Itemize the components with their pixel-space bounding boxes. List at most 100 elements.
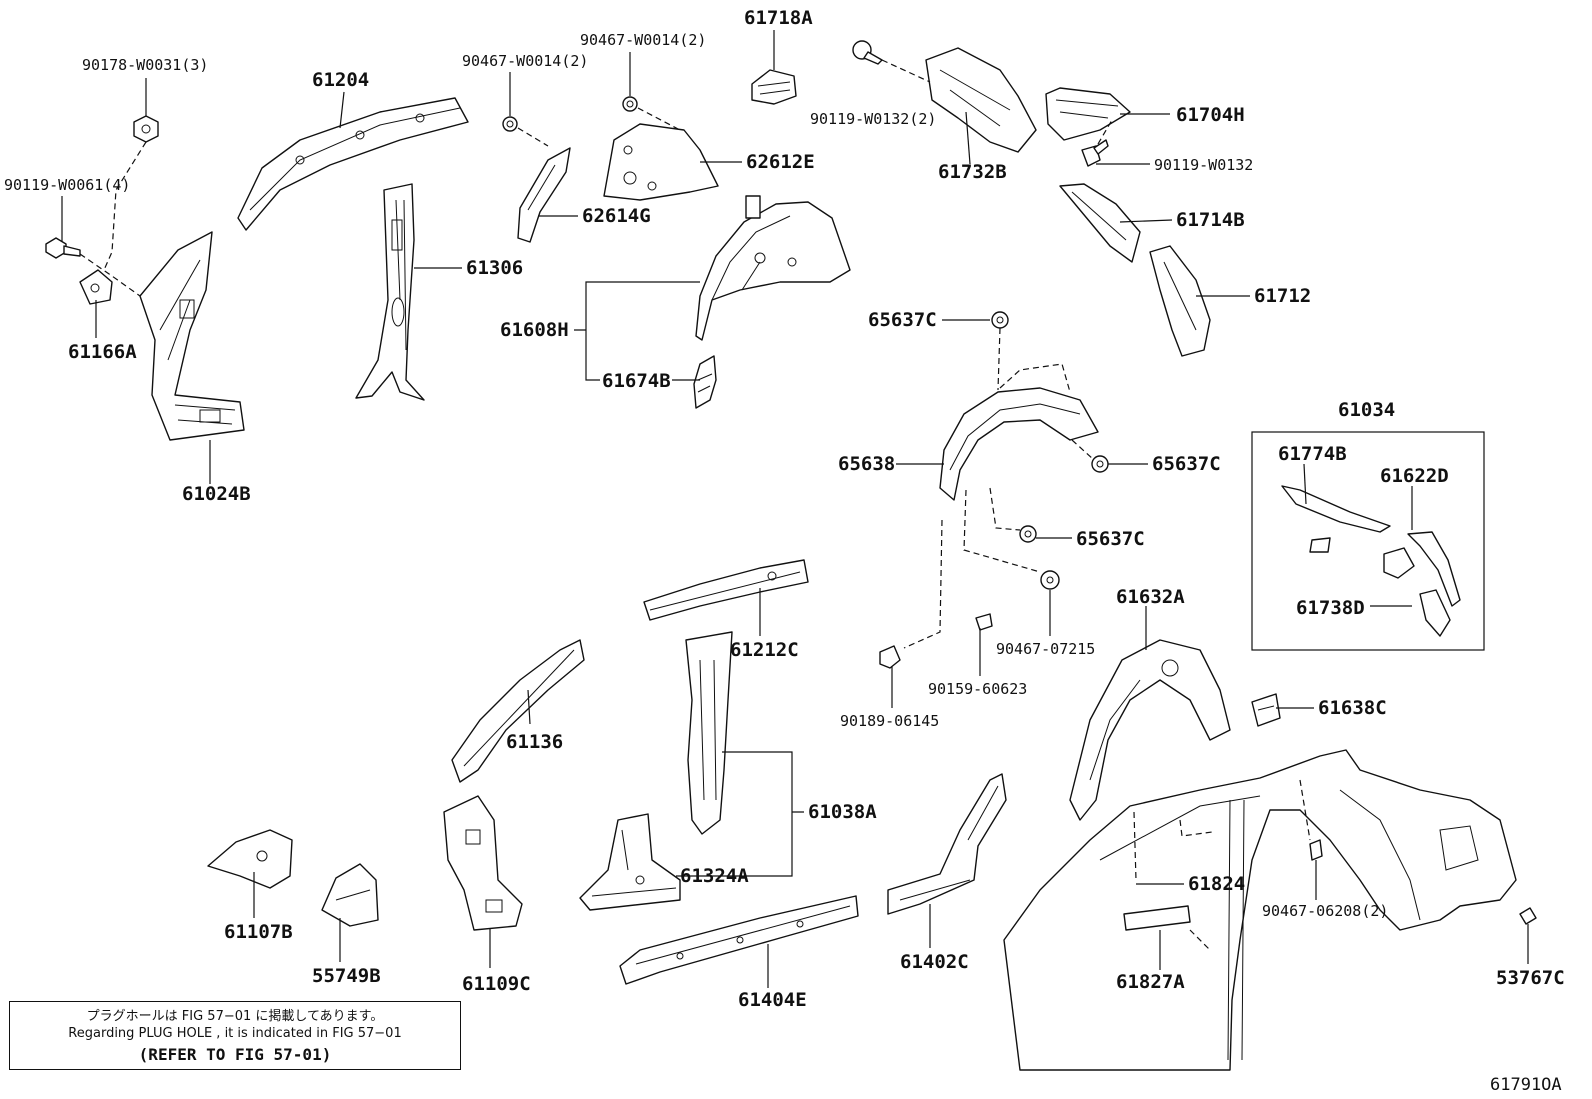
clip-90467-w0014-a bbox=[502, 116, 518, 132]
label-61608h: 61608H bbox=[500, 319, 569, 341]
dash-90189 bbox=[903, 519, 943, 649]
label-61827a: 61827A bbox=[1116, 971, 1185, 993]
figure-id: 61791OA bbox=[1490, 1075, 1562, 1095]
label-61404e: 61404E bbox=[738, 989, 807, 1011]
bolt-90119-w0132-a bbox=[852, 40, 883, 65]
part-61704h bbox=[1045, 87, 1131, 141]
label-62614g: 62614G bbox=[582, 205, 651, 227]
dash-90119-w0061 bbox=[79, 253, 141, 297]
label-65637c-c: 65637C bbox=[1076, 528, 1145, 550]
nut-65637c-a bbox=[991, 311, 1009, 329]
label-61136: 61136 bbox=[506, 731, 563, 753]
part-61404e bbox=[619, 895, 859, 985]
label-53767c: 53767C bbox=[1496, 967, 1565, 989]
label-65637c-a: 65637C bbox=[868, 309, 937, 331]
label-62612e: 62612E bbox=[746, 151, 815, 173]
dash-90178 bbox=[103, 141, 147, 271]
part-61608h bbox=[695, 195, 851, 341]
part-65638 bbox=[939, 363, 1099, 501]
part-61136 bbox=[451, 639, 585, 783]
part-61774b bbox=[1281, 485, 1391, 553]
clip-90467-w0014-b bbox=[622, 96, 638, 112]
label-61622d: 61622D bbox=[1380, 465, 1449, 487]
dash-90119-w0132-a bbox=[881, 59, 931, 83]
dash-90119-w0132-b bbox=[1097, 119, 1113, 145]
dash-65637c-a bbox=[997, 327, 1001, 391]
label-61774b: 61774B bbox=[1278, 443, 1347, 465]
label-90467-06208: 90467-06208(2) bbox=[1262, 902, 1388, 920]
part-61714b bbox=[1059, 183, 1141, 263]
label-90119-w0132-a: 90119-W0132(2) bbox=[810, 110, 936, 128]
clip-90189-06145 bbox=[879, 645, 901, 669]
label-61738d: 61738D bbox=[1296, 597, 1365, 619]
label-61306: 61306 bbox=[466, 257, 523, 279]
label-61324a: 61324A bbox=[680, 865, 749, 887]
label-90467-w0014-b: 90467-W0014(2) bbox=[580, 31, 706, 49]
part-62612e bbox=[603, 123, 719, 201]
dash-90467-07215 bbox=[963, 489, 1041, 573]
screw-90159-60623 bbox=[975, 613, 993, 631]
nut-90178-w0031 bbox=[133, 115, 159, 143]
part-61024b bbox=[139, 231, 245, 441]
label-90159-60623: 90159-60623 bbox=[928, 680, 1027, 698]
kit-61034-box bbox=[1251, 431, 1485, 651]
part-61109c bbox=[443, 795, 523, 931]
part-61718a bbox=[751, 69, 797, 105]
label-61402c: 61402C bbox=[900, 951, 969, 973]
label-61704h: 61704H bbox=[1176, 104, 1245, 126]
part-62614g bbox=[517, 147, 571, 243]
label-61732b: 61732B bbox=[938, 161, 1007, 183]
label-61166a: 61166A bbox=[68, 341, 137, 363]
dash-65637c-b bbox=[1071, 439, 1095, 461]
dash-90467-a bbox=[517, 127, 549, 147]
part-61622d bbox=[1407, 531, 1461, 607]
part-61107b bbox=[207, 829, 293, 889]
label-61204: 61204 bbox=[312, 69, 369, 91]
part-61212c bbox=[643, 559, 809, 621]
label-61714b: 61714B bbox=[1176, 209, 1245, 231]
label-90467-07215: 90467-07215 bbox=[996, 640, 1095, 658]
label-61034: 61034 bbox=[1338, 399, 1395, 421]
part-61738d bbox=[1383, 547, 1451, 637]
label-65638: 65638 bbox=[838, 453, 895, 475]
label-61638c: 61638C bbox=[1318, 697, 1387, 719]
part-61674b bbox=[693, 355, 717, 409]
label-61632a: 61632A bbox=[1116, 586, 1185, 608]
part-61204 bbox=[237, 97, 469, 231]
leader-61714b bbox=[1119, 219, 1173, 223]
plug-hole-note: プラグホールは FIG 57−01 に掲載してあります。 Regarding P… bbox=[9, 1001, 461, 1070]
leader-61608h-bracket bbox=[574, 281, 700, 381]
leader-61204 bbox=[339, 91, 345, 129]
dash-65637c-c bbox=[989, 487, 1021, 531]
note-english: Regarding PLUG HOLE , it is indicated in… bbox=[68, 1026, 402, 1041]
label-61024b: 61024B bbox=[182, 483, 251, 505]
bolt-90119-w0061 bbox=[45, 237, 81, 259]
dash-61824 bbox=[1133, 811, 1137, 881]
part-61166a bbox=[79, 269, 113, 305]
label-90119-w0061: 90119-W0061(4) bbox=[4, 176, 130, 194]
label-61038a: 61038A bbox=[808, 801, 877, 823]
label-61212c: 61212C bbox=[730, 639, 799, 661]
part-61402c bbox=[887, 773, 1007, 915]
label-61109c: 61109C bbox=[462, 973, 531, 995]
part-61732b bbox=[925, 47, 1037, 153]
part-61324a bbox=[579, 813, 681, 911]
label-61824: 61824 bbox=[1188, 873, 1245, 895]
label-90119-w0132-b: 90119-W0132 bbox=[1154, 156, 1253, 174]
part-61638c bbox=[1251, 693, 1281, 727]
plug-53767c bbox=[1519, 907, 1537, 925]
label-55749b: 55749B bbox=[312, 965, 381, 987]
leader-61136 bbox=[527, 689, 531, 725]
clip-90467-07215 bbox=[1040, 570, 1060, 590]
dash-90467-b bbox=[637, 107, 681, 131]
part-61306 bbox=[355, 183, 425, 401]
part-side-panel-assembly bbox=[1003, 749, 1517, 1071]
part-61632a bbox=[1069, 639, 1231, 821]
leader-61038a-bracket bbox=[676, 751, 804, 877]
nut-65637c-b bbox=[1091, 455, 1109, 473]
label-61718a: 61718A bbox=[744, 7, 813, 29]
nut-65637c-c bbox=[1019, 525, 1037, 543]
dash-61827a bbox=[1189, 929, 1211, 951]
